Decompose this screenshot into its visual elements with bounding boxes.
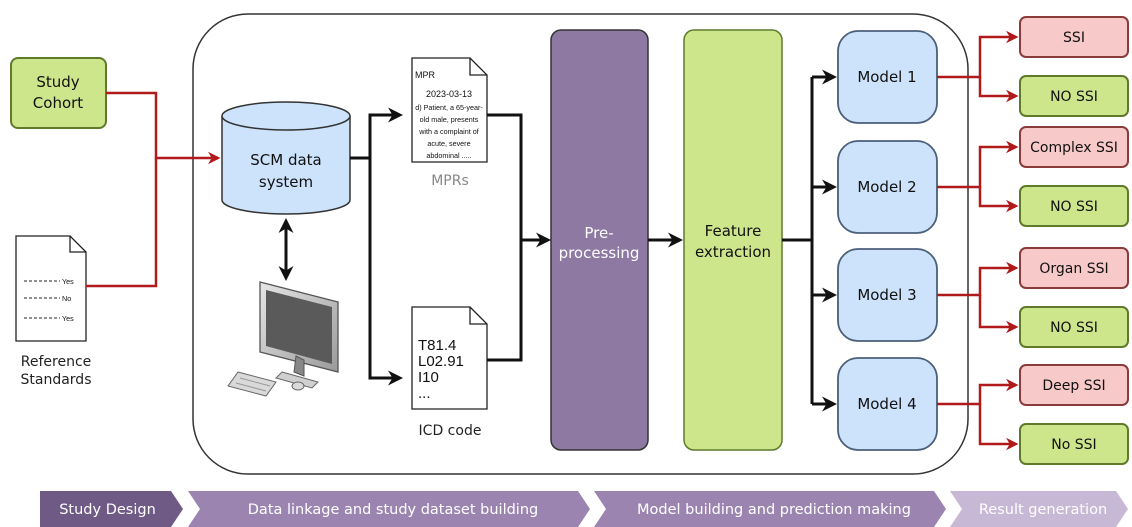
model-label: Model 4 (857, 395, 916, 413)
computer-icon (227, 281, 339, 397)
reference-standards-doc: Yes No Yes (15, 235, 87, 342)
model-label: Model 1 (857, 68, 916, 86)
icd-document: T81.4 L02.91 I10 ... (411, 306, 488, 410)
positive-outcome-box: Organ SSI (1019, 247, 1129, 289)
feature-line1: Feature (705, 222, 762, 240)
icd-caption: ICD code (419, 423, 482, 439)
reference-row-2: No (62, 294, 71, 303)
icd-line-3: I10 (418, 369, 439, 386)
reference-row-1: Yes (62, 277, 74, 286)
model-output-connector (978, 404, 1019, 451)
model-output-connector (937, 30, 1019, 79)
preprocessing-line1: Pre- (584, 224, 613, 242)
positive-outcome-box: SSI (1019, 16, 1129, 58)
outcome-label: NO SSI (1050, 89, 1098, 105)
model-output-connector (937, 140, 1019, 189)
reference-row-3: Yes (62, 314, 74, 323)
model-box: Model 3 (837, 248, 938, 342)
feature-extraction-box: Feature extraction (683, 29, 783, 451)
feature-line2: extraction (695, 243, 771, 261)
database-line1: SCM data (250, 151, 322, 169)
mpr-header: MPR (415, 70, 436, 80)
mpr-caption: MPRs (431, 173, 469, 189)
reference-caption-line1: Reference (21, 354, 92, 370)
outcome-label: Complex SSI (1030, 140, 1118, 156)
mpr-line-4: acute, severe (427, 139, 470, 148)
db-to-icd-connector (368, 158, 403, 386)
step-label: Data linkage and study dataset building (248, 502, 538, 518)
model-output-connector (937, 261, 1019, 297)
cohort-connector (106, 91, 221, 165)
database-line2: system (259, 173, 313, 191)
db-to-mpr-connector (350, 107, 403, 160)
step-label: Study Design (59, 502, 156, 518)
outcome-label: Organ SSI (1039, 261, 1108, 277)
model-label: Model 3 (857, 286, 916, 304)
study-cohort-line1: Study (36, 73, 79, 91)
icd-line-2: L02.91 (418, 353, 464, 370)
mpr-line-2: old male, presents (420, 115, 479, 124)
step-chevron: Study Design (40, 491, 183, 527)
model-output-connector (937, 378, 1019, 406)
model-box: Model 4 (837, 357, 938, 451)
mpr-line-3: with a complaint of (418, 127, 479, 136)
reference-caption-line2: Standards (21, 372, 92, 388)
step-chevron: Data linkage and study dataset building (188, 491, 590, 527)
negative-outcome-box: NO SSI (1019, 185, 1129, 227)
preprocessing-line2: processing (559, 244, 640, 262)
icd-to-preprocessing-connector (487, 240, 523, 362)
model-box: Model 2 (837, 140, 938, 234)
negative-outcome-box: NO SSI (1019, 75, 1129, 117)
model-output-connector (978, 187, 1019, 213)
model-output-connector (978, 295, 1019, 334)
outcome-label: NO SSI (1050, 320, 1098, 336)
model-label: Model 2 (857, 178, 916, 196)
positive-outcome-box: Complex SSI (1019, 126, 1129, 168)
study-cohort-box: Study Cohort (10, 57, 107, 129)
model-box: Model 1 (837, 30, 938, 124)
mpr-to-preprocessing-connector (487, 113, 523, 240)
database-cylinder: SCM data system (221, 101, 351, 215)
reference-connector (86, 158, 158, 288)
step-label: Result generation (979, 502, 1107, 518)
icd-line-1: T81.4 (418, 337, 456, 354)
mpr-line-5: abdominal ..... (426, 151, 471, 160)
mpr-line-1: d) Patient, a 65-year- (415, 103, 483, 112)
mpr-date: 2023-03-13 (426, 89, 472, 99)
step-label: Model building and prediction making (637, 502, 911, 518)
icd-line-4: ... (418, 385, 431, 402)
negative-outcome-box: No SSI (1019, 423, 1129, 465)
study-cohort-line2: Cohort (33, 94, 84, 112)
outcome-label: No SSI (1051, 437, 1096, 453)
outcome-label: Deep SSI (1042, 378, 1105, 394)
step-chevron: Model building and prediction making (594, 491, 946, 527)
negative-outcome-box: NO SSI (1019, 306, 1129, 348)
feature-output-trunk (782, 77, 814, 404)
model-output-connector (978, 77, 1019, 103)
outcome-label: NO SSI (1050, 199, 1098, 215)
step-chevron: Result generation (950, 491, 1128, 527)
preprocessing-box: Pre- processing (550, 29, 649, 451)
positive-outcome-box: Deep SSI (1019, 364, 1129, 406)
mpr-document: MPR 2023-03-13 d) Patient, a 65-year- ol… (411, 57, 488, 163)
outcome-label: SSI (1063, 30, 1085, 46)
